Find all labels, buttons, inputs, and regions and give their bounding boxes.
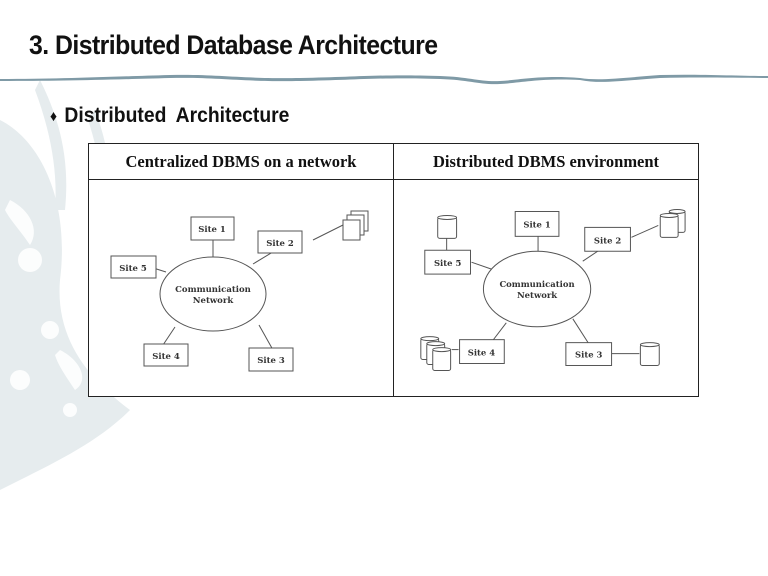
header-distributed: Distributed DBMS environment [393, 143, 699, 180]
header-centralized: Centralized DBMS on a network [88, 143, 394, 180]
site-node: Site 5 [424, 249, 471, 275]
cell-centralized-diagram: Communication Network Site 1 Site 2 Site… [88, 179, 394, 397]
communication-network-hub: Communication Network [482, 250, 592, 328]
diamond-bullet-icon: ♦ [50, 107, 58, 125]
svg-text:Site 4: Site 4 [152, 352, 180, 362]
communication-network-hub: Communication Network [159, 256, 267, 332]
site-node: Site 2 [257, 230, 303, 254]
architecture-comparison-table: Centralized DBMS on a network Distribute… [88, 143, 699, 397]
svg-text:Site 1: Site 1 [523, 219, 551, 229]
site-node: Site 2 [584, 226, 631, 252]
database-icon [639, 342, 660, 366]
bullet-text: Distributed Architecture [64, 104, 290, 127]
link-site-4 [162, 326, 176, 346]
svg-text:Site 3: Site 3 [575, 350, 603, 360]
site-node: Site 3 [565, 342, 613, 366]
centralized-network-diagram: Communication Network Site 1 Site 2 Site… [110, 210, 369, 372]
svg-text:Site 3: Site 3 [257, 356, 285, 366]
svg-text:Site 5: Site 5 [434, 258, 462, 268]
svg-text:Site 1: Site 1 [198, 225, 226, 235]
site-node: Site 3 [248, 347, 294, 372]
hub-label-line-2: Network [517, 290, 557, 300]
database-stack-icon [659, 209, 686, 238]
cell-distributed-diagram: Communication Network Site 1 Site 2 Site… [393, 179, 699, 397]
hub-label-line-1: Communication [499, 279, 574, 289]
title-underline-wave [0, 74, 768, 85]
site-node: Site 1 [514, 211, 560, 237]
site-node: Site 1 [190, 216, 235, 241]
hub-label-line-2: Network [193, 296, 235, 306]
link-site-3 [258, 324, 274, 351]
database-stack-icon [342, 210, 369, 241]
distributed-network-diagram: Communication Network Site 1 Site 2 Site… [420, 209, 686, 371]
svg-text:Site 4: Site 4 [468, 348, 496, 358]
link-site-2-db [631, 224, 659, 238]
link-site-5 [471, 261, 495, 271]
svg-text:Site 5: Site 5 [119, 264, 147, 274]
link-site-3 [572, 318, 590, 344]
svg-text:Site 2: Site 2 [594, 235, 622, 245]
link-site-2-db [312, 223, 346, 241]
hub-label-line-1: Communication [175, 285, 251, 295]
database-stack-icon [420, 336, 452, 371]
site-node: Site 4 [459, 339, 505, 364]
site-node: Site 5 [110, 255, 157, 279]
site-node: Site 4 [143, 343, 189, 367]
bullet-item: ♦ Distributed Architecture [50, 104, 289, 128]
slide-title: 3. Distributed Database Architecture [29, 30, 438, 60]
svg-text:Site 2: Site 2 [266, 239, 294, 249]
database-icon [437, 214, 458, 239]
